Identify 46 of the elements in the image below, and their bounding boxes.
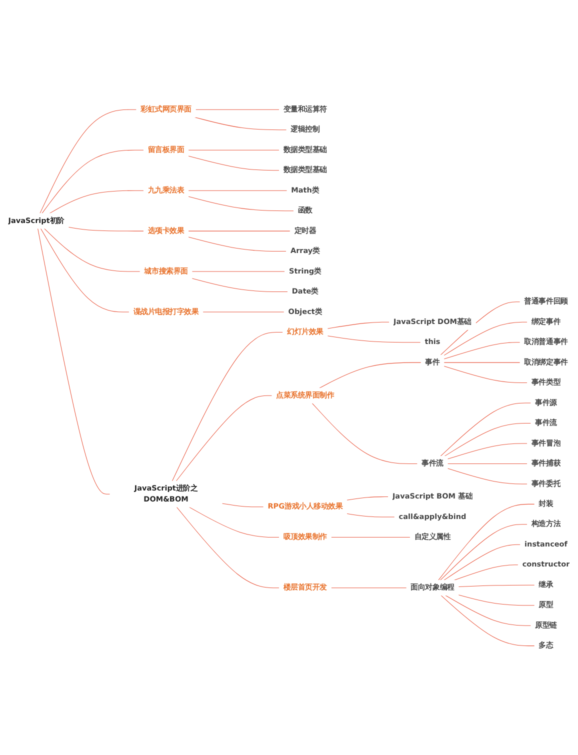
- connector: [458, 594, 535, 606]
- connector: [327, 322, 390, 329]
- connector: [346, 496, 389, 500]
- connector: [312, 402, 418, 464]
- connector: [444, 366, 528, 383]
- connector: [330, 587, 407, 588]
- connector: [222, 502, 264, 507]
- connector: [195, 109, 280, 110]
- connector: [188, 156, 280, 170]
- connector: [444, 362, 520, 363]
- connector: [68, 226, 144, 232]
- connector: [176, 395, 272, 482]
- connector: [176, 506, 280, 588]
- connector: [44, 228, 140, 272]
- connector: [330, 536, 410, 538]
- connector: [440, 402, 532, 456]
- connector: [188, 230, 290, 232]
- connector: [444, 322, 528, 356]
- connector: [188, 236, 287, 252]
- connector: [188, 196, 294, 211]
- connector: [327, 335, 421, 342]
- connector: [346, 513, 395, 518]
- connector: [440, 594, 535, 646]
- connector: [447, 463, 528, 464]
- connector: [192, 278, 288, 292]
- connector: [40, 109, 137, 214]
- connector: [438, 504, 535, 580]
- connector: [42, 150, 144, 214]
- connector: [194, 116, 287, 130]
- connector: [40, 228, 130, 312]
- connector: [440, 524, 528, 580]
- connector: [38, 228, 110, 494]
- connector: [49, 190, 144, 214]
- connector: [319, 362, 422, 388]
- connector: [444, 544, 521, 580]
- connector: [188, 506, 280, 538]
- connector: [454, 564, 518, 580]
- connector: [445, 594, 532, 626]
- connector: [172, 332, 284, 482]
- connector: [188, 190, 288, 191]
- connector: [447, 468, 528, 484]
- connector: [440, 301, 520, 356]
- connector: [458, 584, 535, 587]
- connector: [444, 342, 520, 360]
- connector: [444, 422, 532, 456]
- connector: [447, 442, 528, 460]
